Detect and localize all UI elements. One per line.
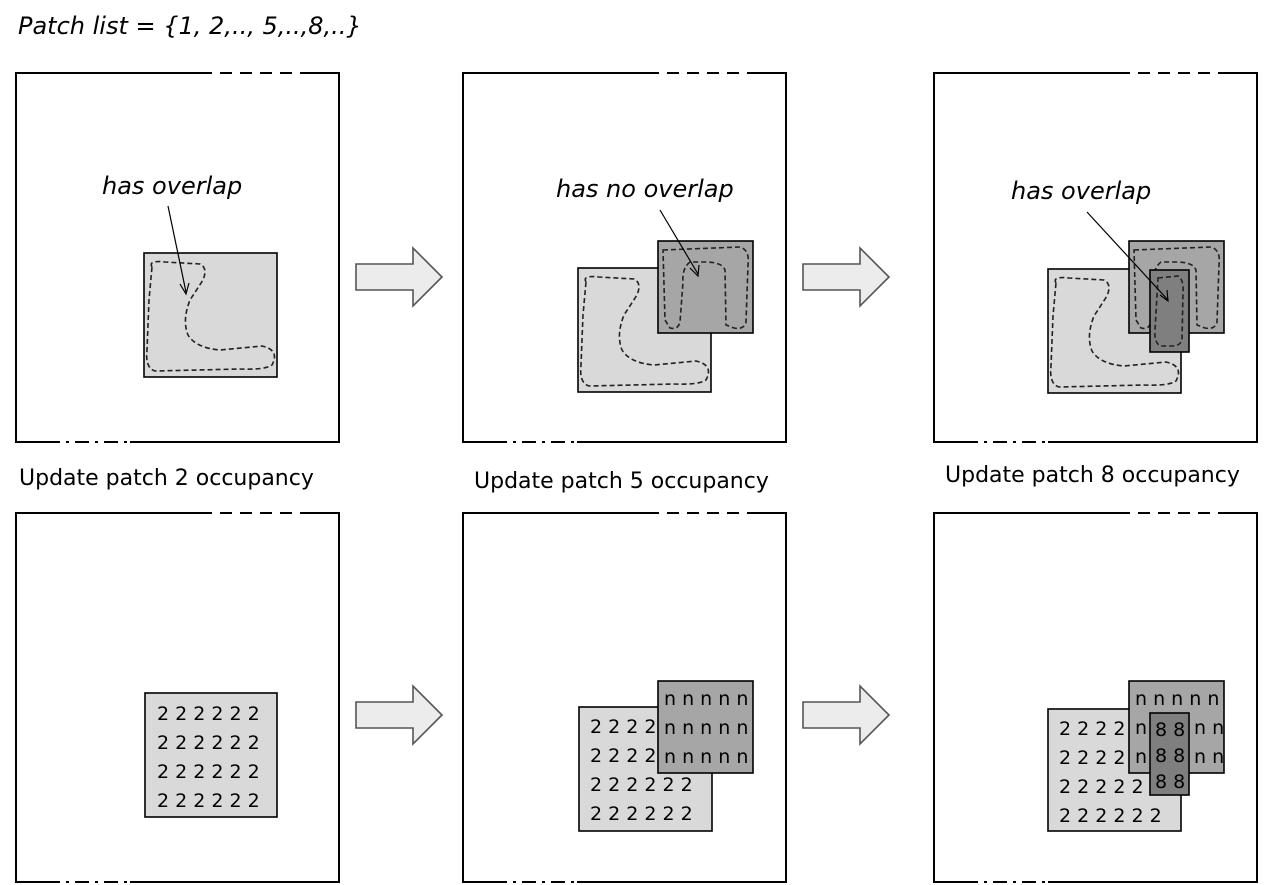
annotation-pointer xyxy=(167,205,187,293)
patch-2-box xyxy=(143,252,278,378)
top-panel-1: has overlap xyxy=(15,72,340,443)
grid-row: 2 2 2 2 xyxy=(1059,747,1125,769)
top-panel-3: has overlap xyxy=(933,72,1258,443)
no-overlap-annotation: has no overlap xyxy=(556,175,734,203)
caption-update-patch-8: Update patch 8 occupancy xyxy=(945,463,1240,488)
grid-row: 2 2 2 2 xyxy=(590,745,656,767)
caption-update-patch-2: Update patch 2 occupancy xyxy=(19,466,314,491)
grid-row: 2 2 2 2 2 2 xyxy=(157,732,260,754)
grid-row: 8 8 xyxy=(1155,771,1185,793)
grid-row: n n n n n xyxy=(664,717,748,739)
grid-row: 2 2 2 2 2 2 xyxy=(157,703,260,725)
grid-row: 2 2 2 2 2 2 xyxy=(157,761,260,783)
grid-row: 2 2 2 2 xyxy=(590,716,656,738)
next-step-arrow xyxy=(802,246,891,308)
patch-8-occupancy-grid xyxy=(1149,712,1190,796)
patch-5-box xyxy=(657,240,754,334)
grid-row: n n n n n xyxy=(664,688,748,710)
grid-row: 2 2 2 2 2 2 xyxy=(590,774,693,796)
patch-list-label: Patch list = {1, 2,.., 5,..,8,..} xyxy=(18,12,362,40)
next-step-arrow xyxy=(355,684,444,746)
grid-row: 2 2 2 2 xyxy=(1059,718,1125,740)
patch-2-outline xyxy=(145,260,276,372)
overlap-annotation: has overlap xyxy=(1011,177,1151,205)
next-step-arrow xyxy=(355,246,444,308)
grid-row: n n xyxy=(1194,717,1224,739)
grid-row: n xyxy=(1135,746,1147,768)
patch-8-outline xyxy=(1154,275,1184,347)
grid-row: 2 2 2 2 2 2 xyxy=(590,803,693,825)
grid-row: n n xyxy=(1194,746,1224,768)
grid-row: 2 2 2 2 2 2 xyxy=(157,790,260,812)
grid-row: n xyxy=(1135,717,1147,739)
top-panel-2: has no overlap xyxy=(462,72,787,443)
bottom-panel-1: 2 2 2 2 2 2 2 2 2 2 2 2 2 2 2 2 2 2 2 2 … xyxy=(15,512,340,883)
overlap-annotation: has overlap xyxy=(102,172,242,200)
patch-2-occupancy-grid xyxy=(144,692,278,818)
bottom-panel-3: 2 2 2 2 2 2 2 2 2 2 2 2 2 2 2 2 2 2 2 n … xyxy=(933,512,1258,883)
grid-row: n n n n n xyxy=(664,746,748,768)
grid-row: 8 8 xyxy=(1155,719,1185,741)
patch-5-outline xyxy=(662,246,750,330)
next-step-arrow xyxy=(802,684,891,746)
grid-row: 2 2 2 2 2 xyxy=(1059,776,1144,798)
bottom-panel-2: 2 2 2 2 2 2 2 2 2 2 2 2 2 2 2 2 2 2 2 2 … xyxy=(462,512,787,883)
patch-5-occupancy-grid xyxy=(657,680,754,774)
caption-update-patch-5: Update patch 5 occupancy xyxy=(474,469,769,494)
grid-row: 2 2 2 2 2 2 xyxy=(1059,805,1162,827)
grid-row: n n n n n xyxy=(1135,688,1219,710)
grid-row: 8 8 xyxy=(1155,745,1185,767)
